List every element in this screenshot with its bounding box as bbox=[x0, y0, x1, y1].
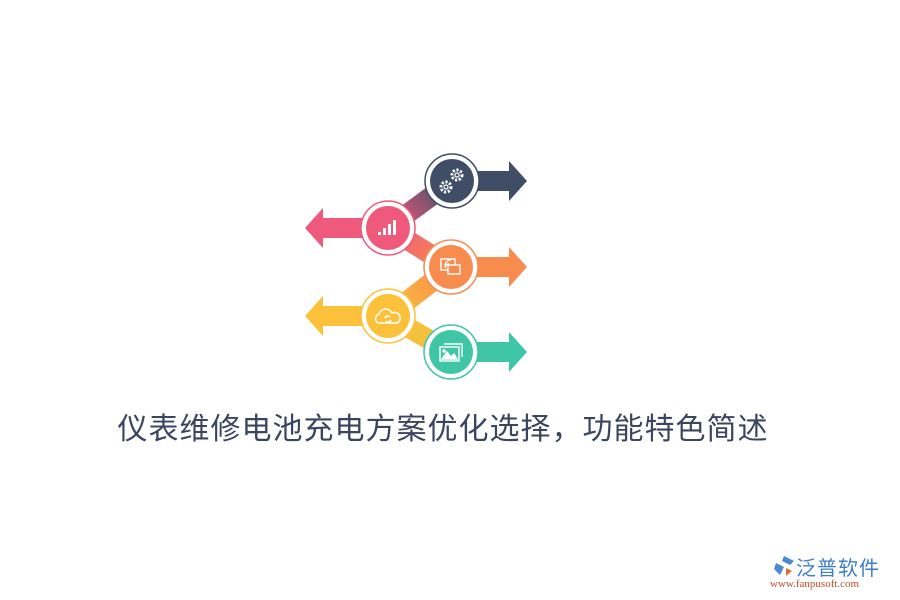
gears-icon bbox=[439, 168, 464, 194]
page-title: 仪表维修电池充电方案优化选择，功能特色简述 bbox=[0, 404, 900, 448]
step-2-node bbox=[360, 200, 416, 256]
step-4-node bbox=[360, 288, 416, 344]
logo-name: 泛普软件 bbox=[796, 556, 880, 580]
title-text: 仪表维修电池充电方案优化选择，功能特色简述 bbox=[117, 412, 769, 447]
step-3-node bbox=[423, 239, 479, 295]
bar-chart-icon bbox=[378, 220, 396, 235]
screen-cast-icon bbox=[440, 258, 461, 275]
step-5-node bbox=[423, 324, 479, 380]
brand-logo: 泛普软件 www.fanpusoft.com bbox=[770, 552, 895, 596]
image-gallery-icon bbox=[439, 343, 463, 362]
logo-url: www.fanpusoft.com bbox=[770, 578, 860, 590]
cloud-sync-icon bbox=[374, 308, 401, 324]
logo-mark-icon bbox=[774, 556, 794, 576]
step-1-node bbox=[424, 153, 480, 209]
